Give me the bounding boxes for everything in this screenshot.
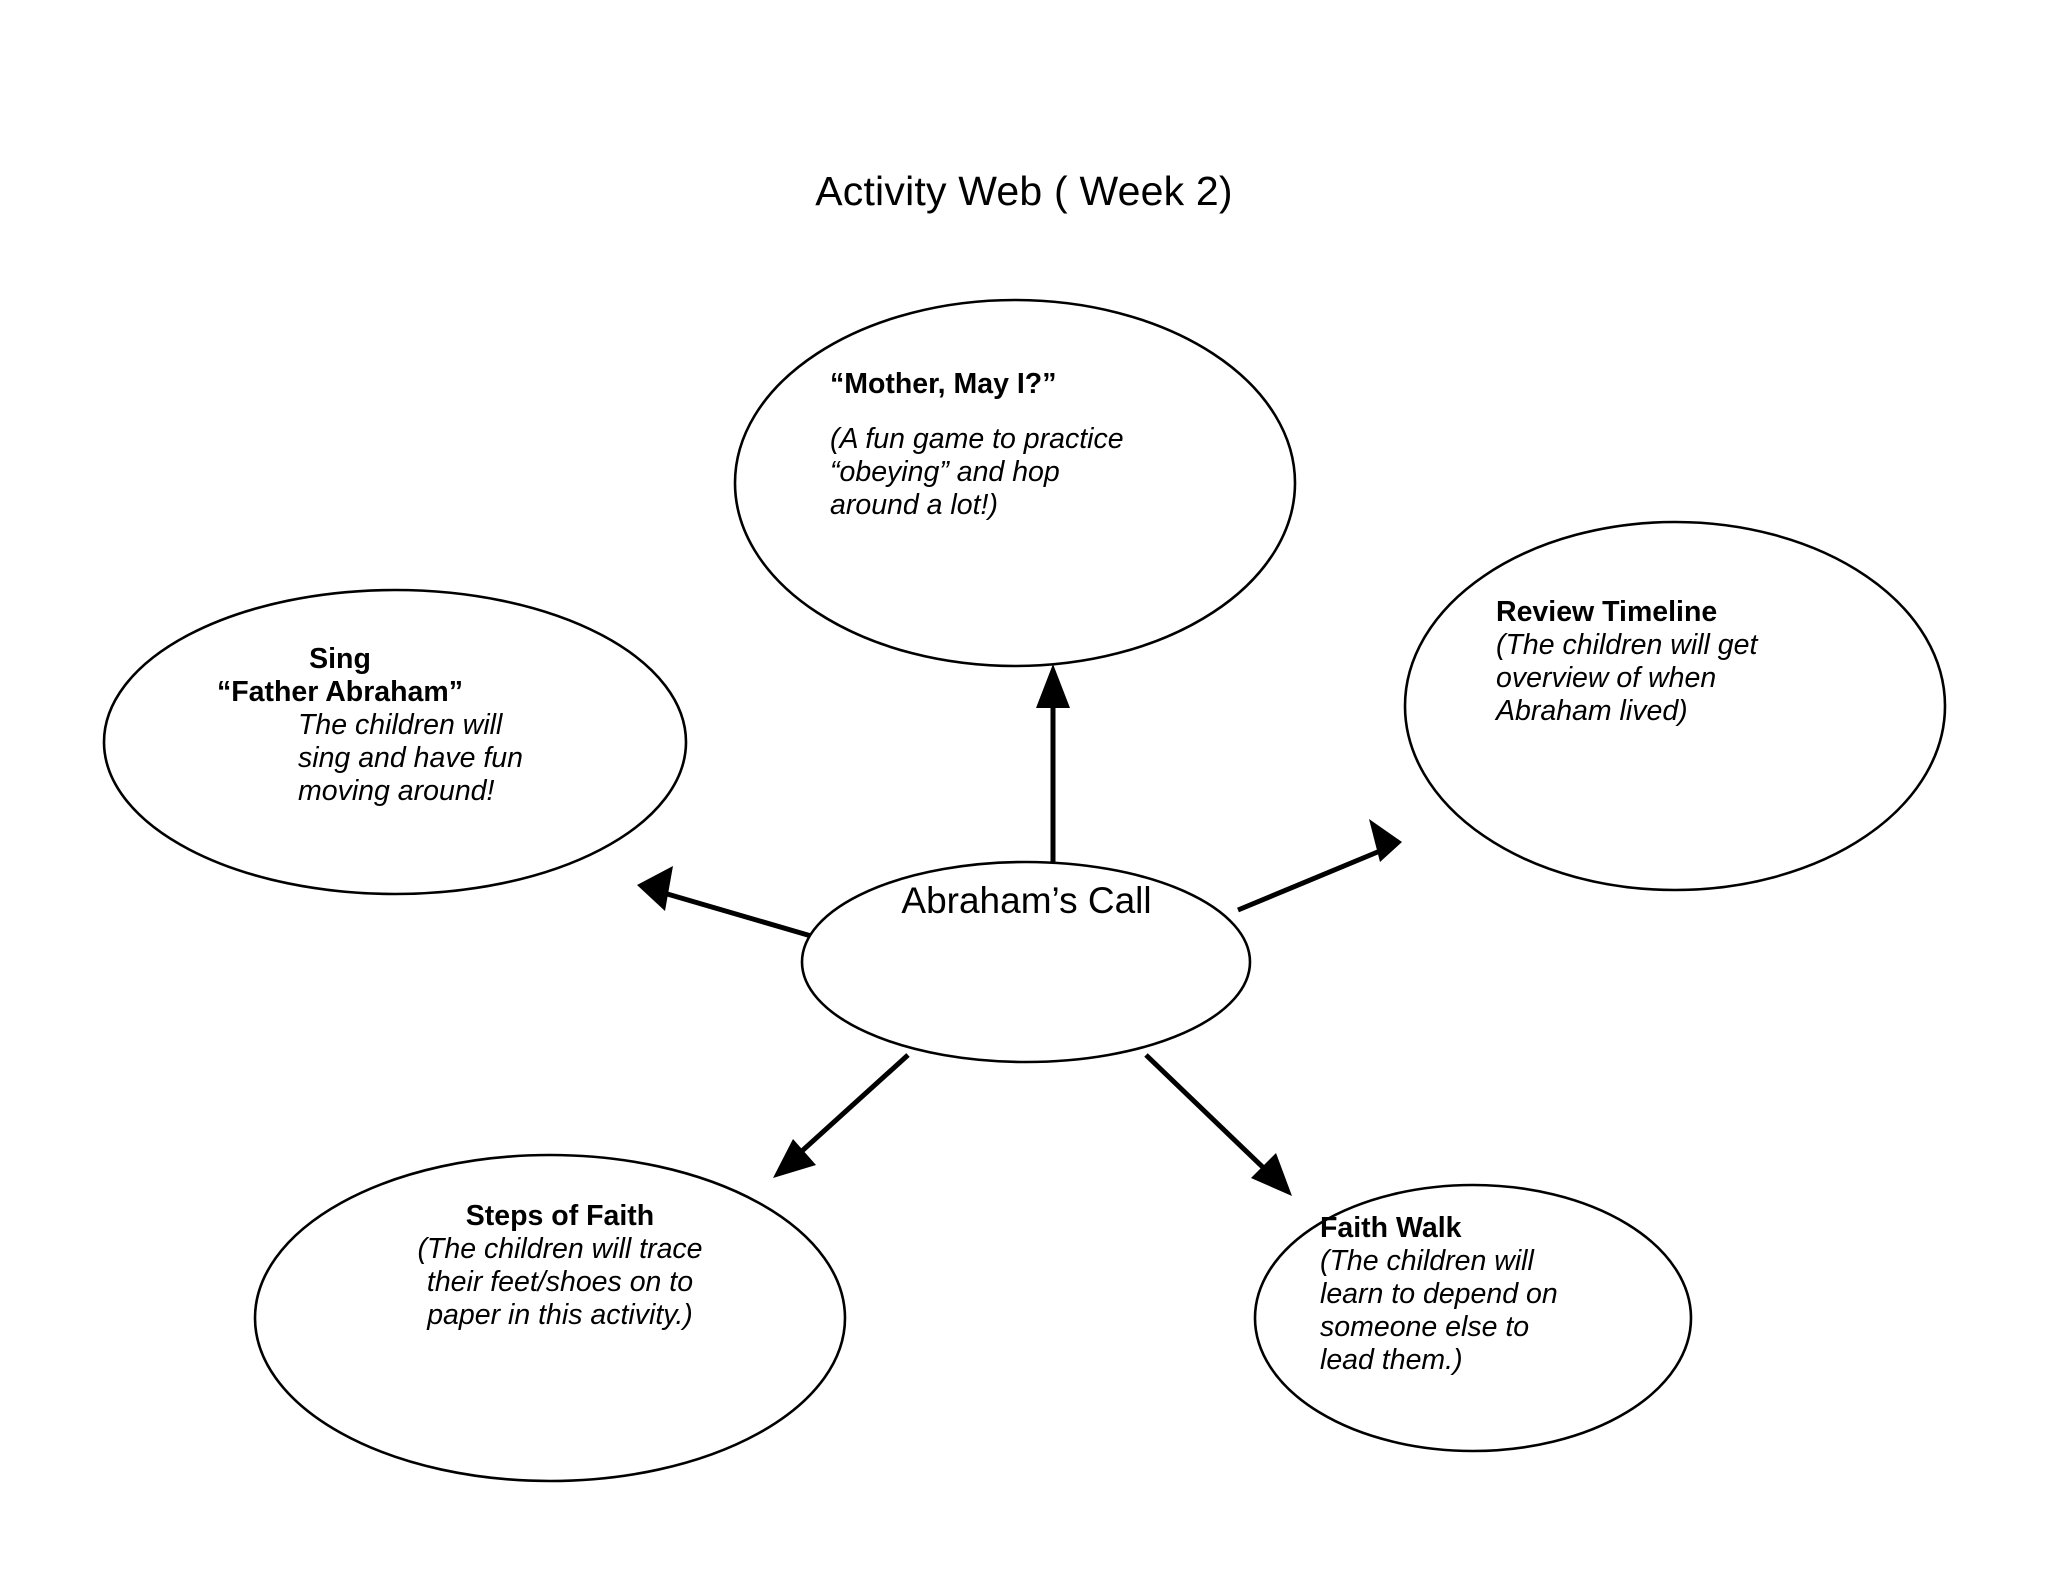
node-ellipse-steps-of-faith[interactable] xyxy=(253,1153,847,1483)
connector-center-to-top xyxy=(1036,664,1070,866)
connector-center-to-bottom-left xyxy=(773,1053,910,1178)
node-ellipse-center[interactable] xyxy=(800,860,1252,1064)
node-ellipse-mother-may-i[interactable] xyxy=(733,298,1297,668)
connector-center-to-right xyxy=(1237,819,1402,913)
node-ellipse-faith-walk[interactable] xyxy=(1253,1183,1693,1453)
node-ellipse-sing-father-abraham[interactable] xyxy=(102,588,688,896)
page-title: Activity Web ( Week 2) xyxy=(815,168,1233,214)
connector-center-to-bottom-right xyxy=(1144,1053,1292,1196)
node-ellipse-review-timeline[interactable] xyxy=(1403,520,1947,892)
connector-center-to-left xyxy=(637,866,819,941)
